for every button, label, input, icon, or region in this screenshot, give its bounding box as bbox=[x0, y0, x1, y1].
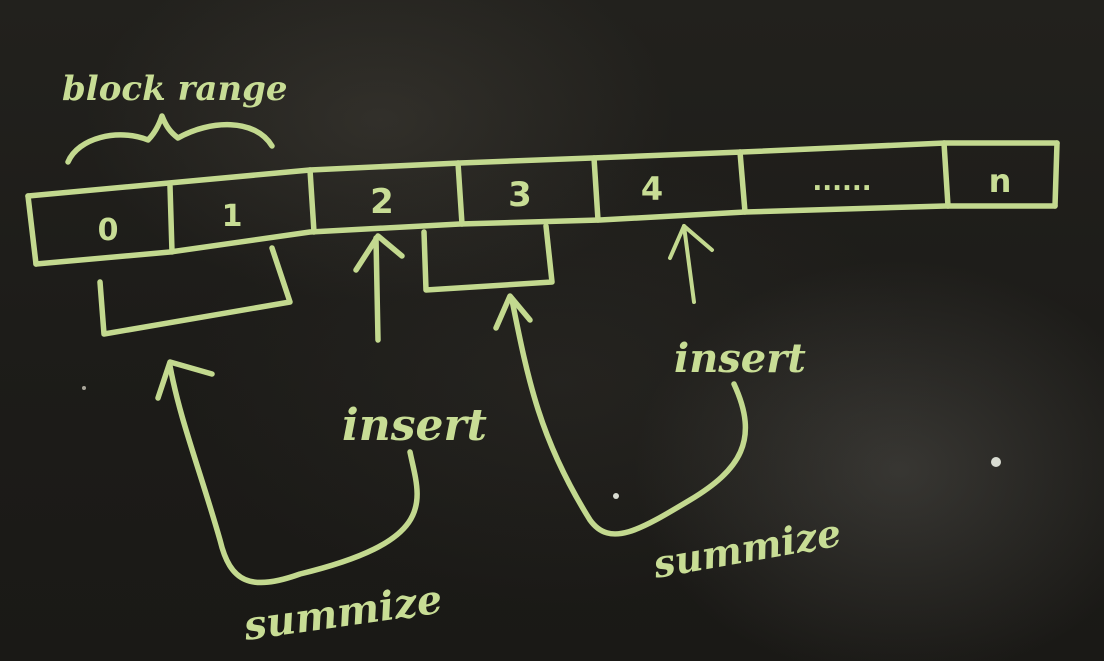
cell-0-label: 0 bbox=[98, 213, 119, 248]
summarize-label-right: summize bbox=[649, 510, 845, 587]
chalk-speck bbox=[82, 386, 86, 390]
divider-dots-n bbox=[941, 140, 951, 209]
summary-block-2-3 bbox=[421, 223, 555, 293]
summarize-arrow-right-path bbox=[509, 297, 749, 537]
summarize-arrow-left-head bbox=[155, 359, 215, 401]
insert-arrow-left-shaft bbox=[373, 235, 381, 343]
divider-2-3 bbox=[455, 160, 465, 227]
block-range-brace bbox=[65, 113, 275, 165]
cell-3-label: 3 bbox=[508, 175, 532, 215]
chalk-speck bbox=[991, 457, 1001, 467]
block-range-label: block range bbox=[62, 69, 288, 109]
divider-1-2 bbox=[307, 167, 317, 235]
array-bottom-edge bbox=[33, 203, 1058, 267]
divider-0-1 bbox=[167, 183, 175, 255]
array-right-edge bbox=[1052, 140, 1060, 209]
chalk-speck bbox=[613, 493, 619, 499]
array-left-edge bbox=[25, 193, 39, 267]
insert-arrow-left-head bbox=[353, 233, 405, 273]
cell-1-label: 1 bbox=[222, 199, 243, 234]
divider-3-4 bbox=[591, 155, 601, 223]
summarize-label-left: summize bbox=[240, 576, 445, 650]
array-strip bbox=[25, 140, 1060, 267]
cell-2-label: 2 bbox=[370, 182, 394, 222]
cell-n-label: n bbox=[989, 162, 1012, 200]
array-top-edge bbox=[25, 140, 1060, 199]
summarize-arrow-right-head bbox=[493, 293, 533, 331]
summary-block-0-1 bbox=[97, 245, 293, 337]
summarize-arrow-left-path bbox=[167, 363, 420, 586]
insert-label-left: insert bbox=[342, 400, 487, 451]
cell-4-label: 4 bbox=[641, 170, 663, 208]
insert-label-right: insert bbox=[674, 335, 806, 382]
cell-dots-label: ...... bbox=[812, 167, 871, 197]
insert-arrow-right-head bbox=[668, 224, 714, 260]
insert-arrow-right-shaft bbox=[682, 224, 696, 304]
divider-4-dots bbox=[737, 149, 748, 215]
